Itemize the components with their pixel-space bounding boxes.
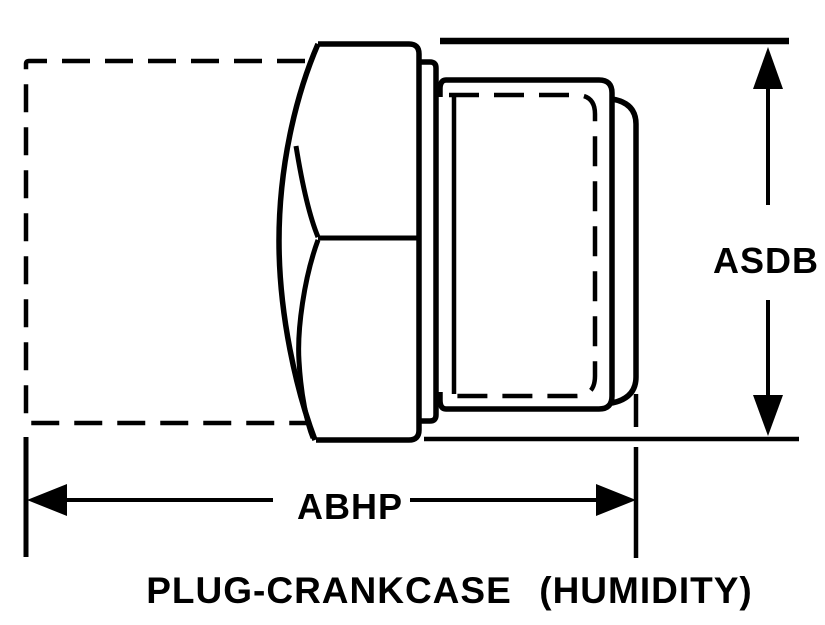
arrow-up-icon (753, 47, 783, 89)
washer-outline (419, 59, 439, 424)
asdb-dimension: ASDB (424, 37, 819, 442)
drawing-title: PLUG-CRANKCASE (HUMIDITY) (146, 570, 752, 611)
hex-lower-facet-arc (296, 239, 321, 439)
thread-root-dashed-line (449, 92, 598, 399)
arrow-down-icon (753, 395, 783, 436)
asdb-label: ASDB (713, 240, 819, 281)
threaded-body (437, 77, 615, 412)
hex-head-outline (316, 41, 422, 443)
washer-flange (419, 59, 439, 424)
hex-left-silhouette (276, 42, 321, 441)
end-chamfer (611, 96, 639, 406)
hex-upper-facet-arc (293, 145, 321, 238)
abhp-label: ABHP (297, 486, 403, 527)
phantom-boss-outline (23, 58, 309, 426)
thread-cylinder-outline (437, 77, 615, 412)
drawing-title-part1: PLUG-CRANKCASE (146, 570, 512, 611)
arrow-left-icon (27, 484, 67, 516)
drawing-title-part2: (HUMIDITY) (539, 570, 752, 611)
end-chamfer-outline (611, 96, 639, 406)
phantom-outline-path (23, 58, 309, 426)
abhp-dimension: ABHP (23, 394, 639, 558)
arrow-right-icon (596, 484, 636, 516)
hex-head (276, 41, 422, 443)
